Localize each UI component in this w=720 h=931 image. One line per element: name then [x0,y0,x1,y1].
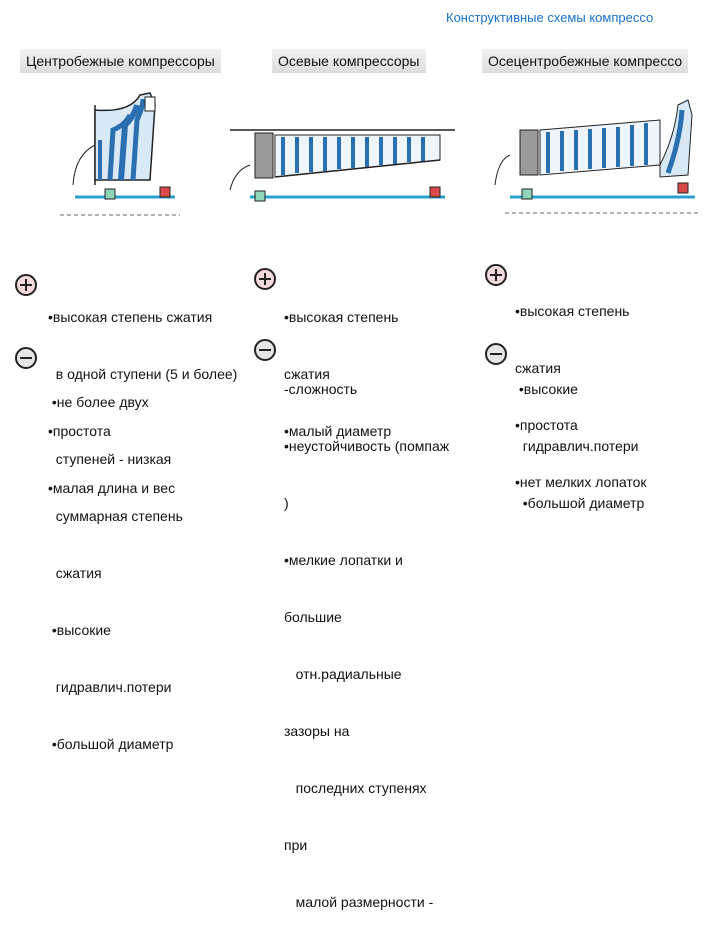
header-axial: Осевые компрессоры [272,49,460,73]
centrifugal-compressor-diagram [60,92,180,216]
axial-advantages: •высокая степень сжатия •малый диаметр [284,309,399,439]
centrifugal-disadvantages: •не более двух ступеней - низкая суммарн… [48,394,183,752]
header-axial-centrifugal: Осецентробежные компрессо [482,49,720,73]
axial-centrifugal-disadvantages: •высокие гидравлич.потери •большой диаме… [515,381,645,511]
axial-compressor-diagram [229,129,455,202]
axial-centrifugal-advantages: •высокая степень сжатия •простота •нет м… [515,303,647,490]
plus-icon [15,274,37,296]
header-centrifugal: Центробежные компрессоры [20,49,260,73]
axial-centrifugal-compressor-diagram [494,99,700,214]
minus-icon [485,343,507,365]
centrifugal-advantages: •высокая степень сжатия в одной ступени … [48,309,238,496]
minus-icon [254,339,276,361]
plus-icon [254,268,276,290]
page-title: Конструктивные схемы компрессо [446,10,654,25]
plus-icon [485,264,507,286]
axial-disadvantages: -сложность •неустойчивость (помпаж ) •ме… [284,381,450,910]
minus-icon [15,347,37,369]
